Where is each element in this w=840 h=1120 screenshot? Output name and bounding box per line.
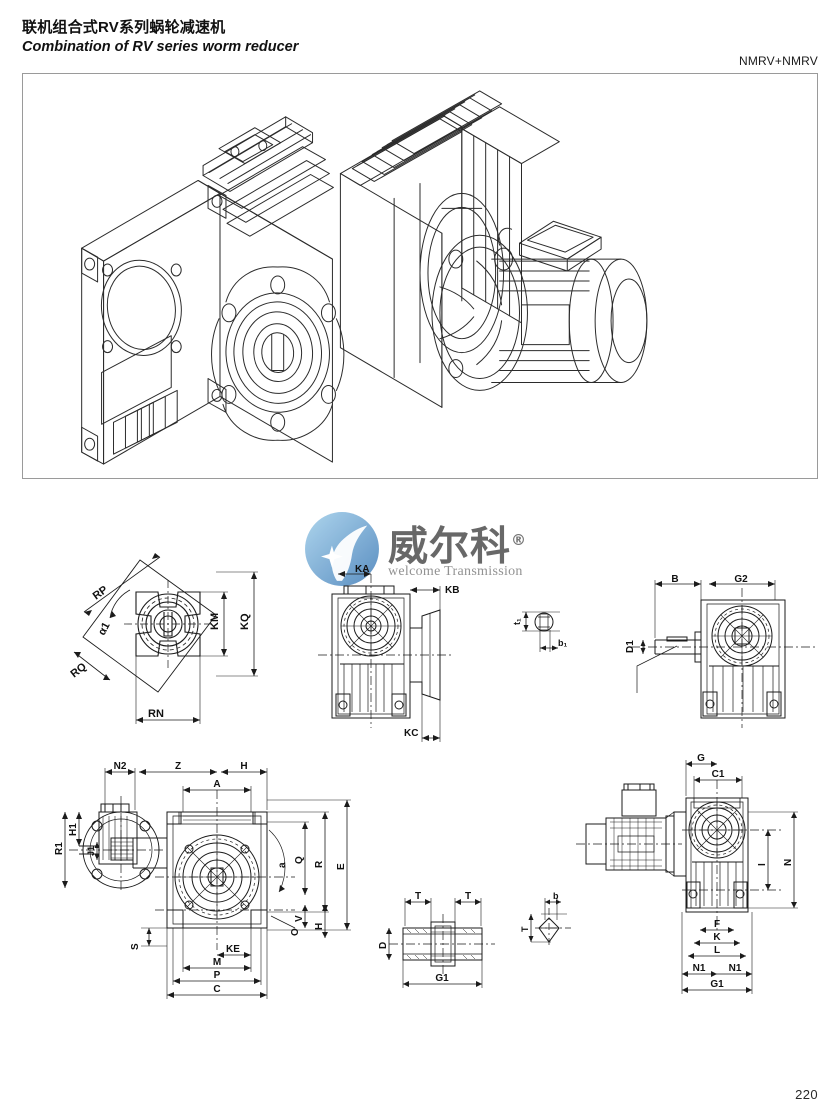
label-rq: RQ bbox=[68, 660, 89, 680]
label-l: L bbox=[714, 945, 720, 956]
label-c: C bbox=[213, 984, 220, 995]
label-q: Q bbox=[294, 856, 305, 864]
label-s: S bbox=[130, 943, 141, 950]
label-o: O bbox=[290, 928, 301, 936]
label-g2: G2 bbox=[734, 574, 748, 585]
page-header: 联机组合式RV系列蜗轮减速机 Combination of RV series … bbox=[22, 18, 818, 68]
label-j1: J1 bbox=[86, 846, 96, 856]
label-a-small: a bbox=[277, 862, 288, 868]
label-h-top: H bbox=[240, 761, 247, 772]
diagram-motor-assembly-view: G C1 I N F K L N1 N1 G1 bbox=[570, 750, 832, 1005]
label-ka: KA bbox=[355, 564, 369, 575]
label-g1: G1 bbox=[435, 973, 449, 984]
brand-name-chinese: 威尔科® bbox=[388, 523, 527, 570]
label-i: I bbox=[757, 863, 768, 866]
label-rp: RP bbox=[91, 584, 110, 603]
registered-trademark-icon: ® bbox=[511, 530, 527, 549]
label-t-key: T bbox=[520, 926, 530, 932]
diagram-input-key-section: t₁ b₁ bbox=[502, 598, 572, 660]
label-t-left: T bbox=[415, 891, 421, 902]
label-t1: t₁ bbox=[512, 618, 522, 625]
label-b: B bbox=[671, 574, 678, 585]
isometric-drawing-frame bbox=[22, 73, 818, 479]
page-title-chinese: 联机组合式RV系列蜗轮减速机 bbox=[22, 19, 226, 36]
model-code-label: NMRV+NMRV bbox=[738, 54, 818, 68]
label-k: K bbox=[713, 932, 721, 943]
diagram-reducer-side-flange: KA KB KC bbox=[318, 564, 498, 753]
label-c1: C1 bbox=[712, 769, 725, 780]
label-t-right: T bbox=[465, 891, 471, 902]
diagram-reducer-front-input-shaft: B G2 D1 bbox=[615, 558, 825, 743]
page-number: 220 bbox=[795, 1087, 818, 1102]
label-g1-motor: G1 bbox=[710, 979, 724, 990]
label-g: G bbox=[697, 753, 705, 764]
diagram-hollow-shaft-section: T T D G1 bbox=[375, 888, 510, 1000]
label-r: R bbox=[314, 860, 325, 868]
label-alpha1: α1 bbox=[96, 620, 113, 637]
label-m: M bbox=[213, 957, 221, 968]
label-n2: N2 bbox=[114, 761, 127, 772]
diagram-output-flange-face: RP α1 RQ KM KQ RN bbox=[48, 552, 298, 742]
label-v: V bbox=[294, 915, 305, 922]
label-kb: KB bbox=[445, 585, 459, 596]
label-b-key: b bbox=[553, 891, 559, 901]
label-n: N bbox=[783, 859, 794, 866]
label-d1: D1 bbox=[625, 640, 636, 653]
label-e: E bbox=[336, 863, 347, 870]
label-h1: H1 bbox=[68, 823, 79, 836]
label-n1-left: N1 bbox=[693, 963, 706, 974]
label-d: D bbox=[378, 942, 389, 949]
label-h-right: H bbox=[314, 923, 325, 930]
label-ke: KE bbox=[226, 944, 240, 955]
page-title-english: Combination of RV series worm reducer bbox=[22, 39, 299, 55]
label-n1-right: N1 bbox=[729, 963, 742, 974]
label-f: F bbox=[714, 919, 720, 930]
diagram-output-key-section: b T bbox=[515, 890, 585, 960]
label-kc: KC bbox=[404, 728, 418, 739]
label-b1: b₁ bbox=[558, 638, 567, 648]
label-km: KM bbox=[209, 613, 221, 630]
label-kq: KQ bbox=[239, 613, 251, 630]
label-p: P bbox=[214, 970, 221, 981]
diagram-reducer-plan-main: N2 Z H A R1 H1 J1 a Q R E V H O S KE M P… bbox=[54, 750, 365, 1005]
isometric-assembly-drawing bbox=[81, 90, 648, 465]
label-z: Z bbox=[175, 761, 181, 772]
label-rn: RN bbox=[148, 708, 164, 720]
label-r1: R1 bbox=[54, 842, 65, 855]
label-a: A bbox=[213, 779, 220, 790]
